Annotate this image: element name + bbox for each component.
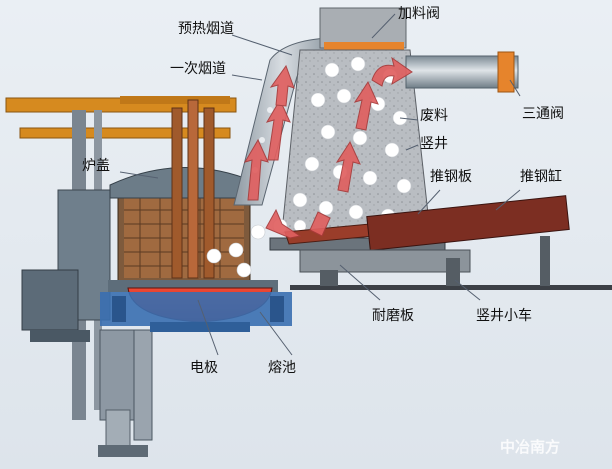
label-shaft-trolley: 竖井小车	[476, 307, 532, 324]
furnace-base	[100, 292, 292, 332]
electrodes	[171, 99, 215, 279]
push-cylinder	[366, 195, 570, 251]
ground-rail	[290, 285, 612, 290]
label-furnace-cover: 炉盖	[82, 158, 110, 174]
arrow-4	[269, 64, 295, 107]
label-three-way-valve: 三通阀	[522, 106, 564, 122]
label-scrap: 废料	[420, 108, 448, 124]
charging-valve	[324, 42, 404, 50]
furnace-body	[108, 167, 278, 292]
label-primary-flue: 一次烟道	[170, 61, 226, 77]
arrow-7	[353, 80, 379, 131]
label-shaft: 竖井	[420, 136, 448, 152]
arrow-3	[265, 98, 291, 161]
label-electrode: 电极	[190, 360, 218, 376]
arrow-1	[265, 208, 302, 239]
label-push-plate: 推钢板	[430, 169, 472, 185]
watermark-logo: 中冶南方	[500, 438, 560, 456]
label-charging-valve: 加料阀	[398, 6, 440, 22]
pusher-assembly	[269, 195, 570, 286]
label-molten-pool: 熔池	[268, 360, 296, 376]
leader-lines	[119, 13, 521, 356]
arrow-8	[371, 56, 413, 87]
label-push-cylinder: 推钢缸	[520, 168, 562, 185]
label-wear-plate: 耐磨板	[372, 308, 414, 324]
three-way-valve	[405, 51, 519, 93]
gas-flow-arrows	[243, 56, 413, 239]
electrode-gantry	[5, 96, 237, 457]
arrow-5	[309, 211, 331, 237]
arrow-2	[243, 138, 269, 201]
arrow-6	[335, 140, 361, 193]
label-preheat-flue: 预热烟道	[178, 21, 234, 37]
